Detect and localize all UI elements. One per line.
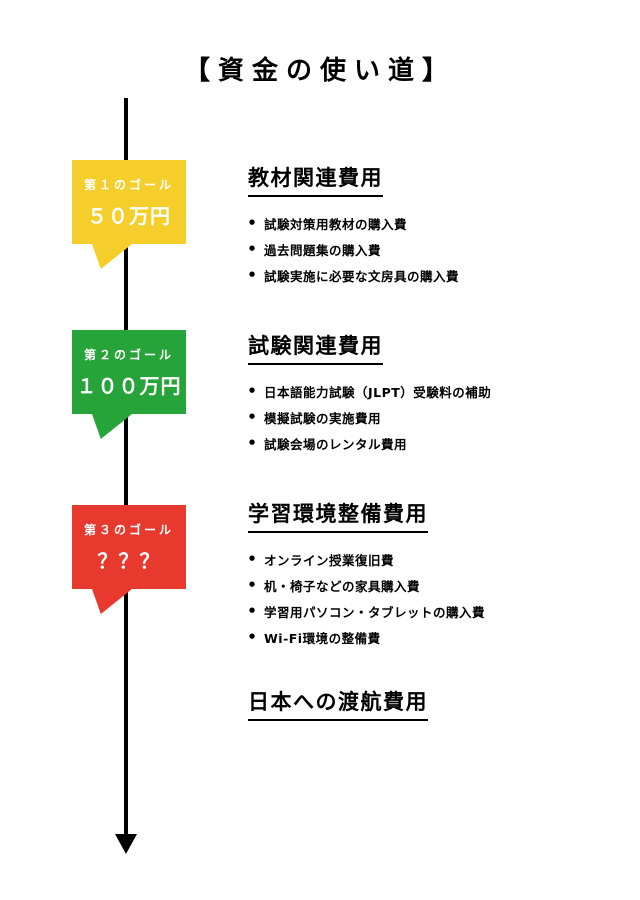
section-exam-expenses: 試験関連費用 日本語能力試験（JLPT）受験料の補助 模擬試験の実施費用 試験会… <box>248 330 618 460</box>
bullet-list: オンライン授業復旧費 机・椅子などの家具購入費 学習用パソコン・タブレットの購入… <box>248 550 618 647</box>
bullet-list: 試験対策用教材の購入費 過去問題集の購入費 試験実施に必要な文房具の購入費 <box>248 214 618 285</box>
page-title: 【資金の使い道】 <box>183 56 456 86</box>
goal-amount: １００万円 <box>76 373 182 398</box>
list-item: 試験会場のレンタル費用 <box>248 434 618 453</box>
section-teaching-materials: 教材関連費用 試験対策用教材の購入費 過去問題集の購入費 試験実施に必要な文房具… <box>248 162 618 292</box>
list-item: 学習用パソコン・タブレットの購入費 <box>248 602 618 621</box>
goal-label: 第２のゴール <box>83 347 174 362</box>
goal-label: 第３のゴール <box>83 522 174 537</box>
goal-bubble-2: 第２のゴール １００万円 <box>72 330 186 439</box>
goal-bubble-3: 第３のゴール ？？？ <box>72 505 186 614</box>
list-item: オンライン授業復旧費 <box>248 550 618 569</box>
bullet-list: 日本語能力試験（JLPT）受験料の補助 模擬試験の実施費用 試験会場のレンタル費… <box>248 382 618 453</box>
section-heading: 日本への渡航費用 <box>248 686 428 721</box>
goal-amount: ５０万円 <box>87 203 171 228</box>
list-item: 試験対策用教材の購入費 <box>248 214 618 233</box>
section-heading: 教材関連費用 <box>248 162 383 197</box>
section-heading: 学習環境整備費用 <box>248 498 428 533</box>
section-learning-environment: 学習環境整備費用 オンライン授業復旧費 机・椅子などの家具購入費 学習用パソコン… <box>248 498 618 654</box>
list-item: 日本語能力試験（JLPT）受験料の補助 <box>248 382 618 401</box>
list-item: 模擬試験の実施費用 <box>248 408 618 427</box>
arrow-down-icon <box>115 834 137 854</box>
goal-amount: ？？？ <box>97 548 161 573</box>
list-item: 過去問題集の購入費 <box>248 240 618 259</box>
timeline-line <box>124 98 128 838</box>
list-item: 机・椅子などの家具購入費 <box>248 576 618 595</box>
list-item: Wi-Fi環境の整備費 <box>248 628 618 647</box>
list-item: 試験実施に必要な文房具の購入費 <box>248 266 618 285</box>
goal-bubble-1: 第１のゴール ５０万円 <box>72 160 186 269</box>
section-travel-to-japan: 日本への渡航費用 <box>248 686 618 721</box>
goal-label: 第１のゴール <box>83 177 174 192</box>
section-heading: 試験関連費用 <box>248 330 383 365</box>
